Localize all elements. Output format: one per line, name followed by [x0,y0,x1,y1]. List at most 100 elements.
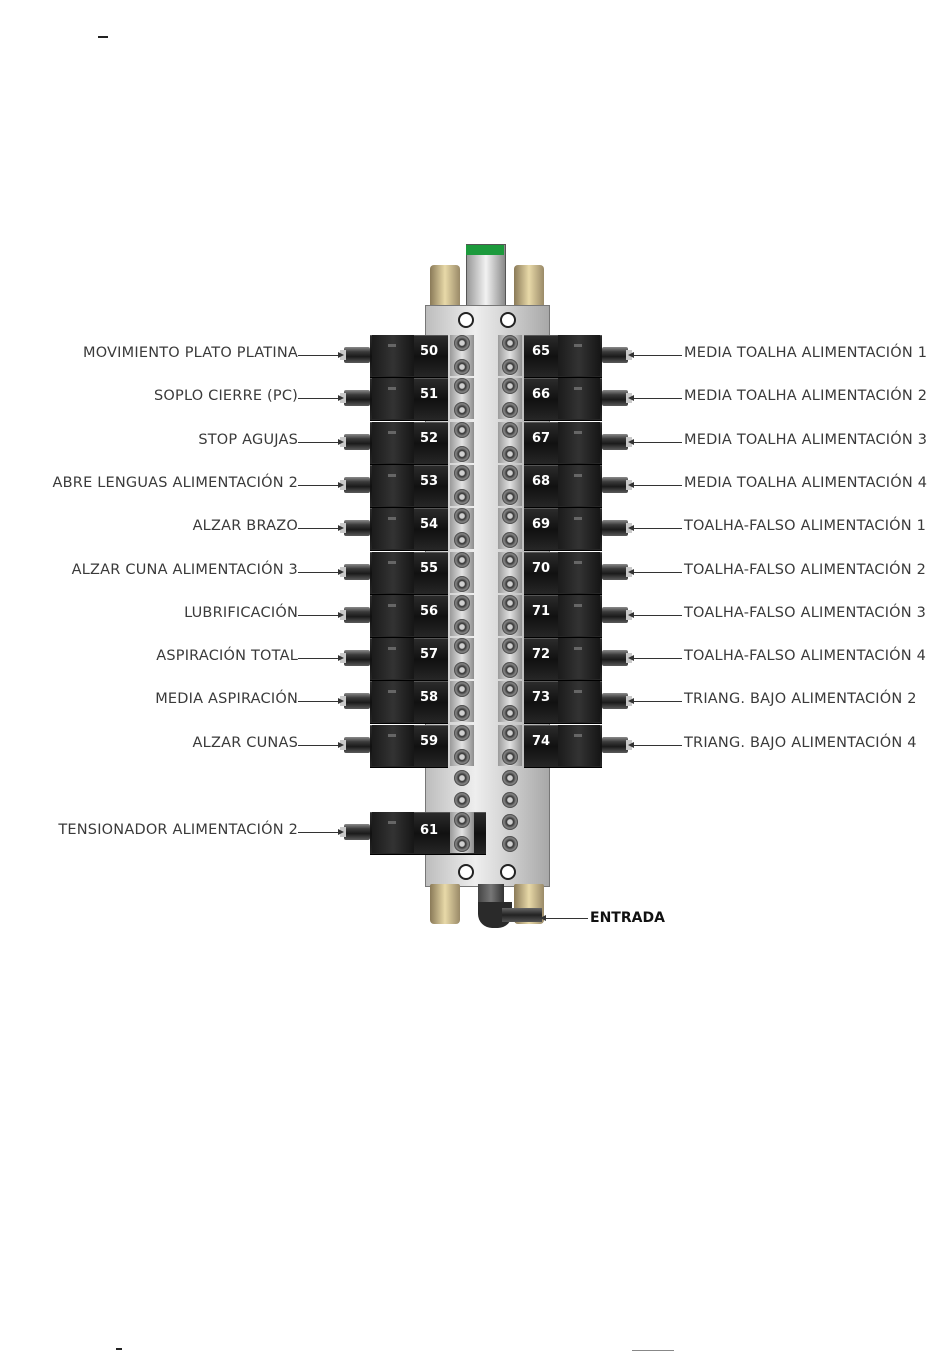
solenoid-coil [372,681,414,722]
screw-icon [454,422,470,438]
port-fitting [602,390,632,406]
screw-icon [502,595,518,611]
top-dash-mark [98,36,108,38]
screw-column [498,681,522,722]
screw-icon [454,335,470,351]
left-port-label: ALZAR BRAZO [192,518,298,534]
valve-number: 58 [419,690,439,705]
leader-line [632,658,682,659]
arrowhead [338,655,344,661]
arrowhead [628,482,634,488]
screw-column [450,465,474,506]
solenoid-coil [558,508,600,549]
arrowhead [338,829,344,835]
screw-column [450,595,474,636]
right-port-label: MEDIA TOALHA ALIMENTACIÓN 4 [684,475,928,491]
port-fitting [602,477,632,493]
screw-icon [502,638,518,654]
arrowhead [338,395,344,401]
solenoid-coil [558,638,600,679]
right-port-label: TOALHA-FALSO ALIMENTACIÓN 3 [684,605,927,621]
valve-number: 56 [419,604,439,619]
inlet-elbow-fitting [474,884,544,934]
arrowhead [628,612,634,618]
screw-icon [502,576,518,592]
port-fitting [602,650,632,666]
mount-hole [500,312,516,328]
left-port-label: TENSIONADOR ALIMENTACIÓN 2 [58,822,298,838]
port-fitting [340,390,370,406]
arrowhead [338,439,344,445]
screw-icon [502,359,518,375]
solenoid-coil [372,595,414,636]
leader-line [298,572,340,573]
right-port-label: TRIANG. BAJO ALIMENTACIÓN 4 [684,735,917,751]
leader-line [632,355,682,356]
port-fitting [340,824,370,840]
leader-line [298,398,340,399]
port-fitting [340,607,370,623]
screw-icon [454,359,470,375]
screw-column [450,681,474,722]
entrada-leader [544,918,588,919]
solenoid-coil [372,725,414,766]
solenoid-coil [558,422,600,463]
leader-line [298,658,340,659]
mount-hole [458,864,474,880]
leader-line [632,398,682,399]
screw-icon [502,378,518,394]
right-port-label: TRIANG. BAJO ALIMENTACIÓN 2 [684,691,917,707]
screw-column [450,638,474,679]
left-port-label: ASPIRACIÓN TOTAL [156,648,298,664]
screw-icon [502,814,518,830]
green-collar [466,245,504,255]
screw-icon [454,378,470,394]
screw-icon [454,725,470,741]
valve-number: 50 [419,344,439,359]
right-port-label: MEDIA TOALHA ALIMENTACIÓN 1 [684,345,928,361]
screw-icon [502,422,518,438]
port-fitting [602,564,632,580]
screw-icon [454,508,470,524]
left-port-label: MOVIMIENTO PLATO PLATINA [82,345,298,361]
solenoid-coil [372,812,414,853]
leader-line [298,355,340,356]
solenoid-coil [558,681,600,722]
arrowhead [628,569,634,575]
screw-icon [502,465,518,481]
port-fitting [602,347,632,363]
port-fitting [340,564,370,580]
arrowhead [338,569,344,575]
screw-column [450,552,474,593]
arrowhead [628,655,634,661]
leader-line [632,615,682,616]
screw-icon [454,465,470,481]
screw-column [498,422,522,463]
port-fitting [602,434,632,450]
screw-icon [502,446,518,462]
top-left-cap [430,265,460,307]
left-port-label: MEDIA ASPIRACIÓN [155,691,298,707]
screw-column [498,378,522,419]
valve-number: 52 [419,431,439,446]
arrowhead [338,482,344,488]
port-fitting [602,693,632,709]
screw-icon [454,489,470,505]
valve-number: 61 [419,823,439,838]
arrowhead [628,352,634,358]
screw-icon [454,705,470,721]
leader-line [298,701,340,702]
screw-icon [502,335,518,351]
screw-column [450,812,474,853]
arrowhead [338,352,344,358]
port-fitting [602,607,632,623]
solenoid-coil [372,508,414,549]
valve-number: 55 [419,561,439,576]
screw-column [498,508,522,549]
screw-icon [502,552,518,568]
mount-hole [458,312,474,328]
solenoid-coil [372,335,414,376]
entrada-arrowhead [540,915,546,921]
valve-number: 59 [419,734,439,749]
